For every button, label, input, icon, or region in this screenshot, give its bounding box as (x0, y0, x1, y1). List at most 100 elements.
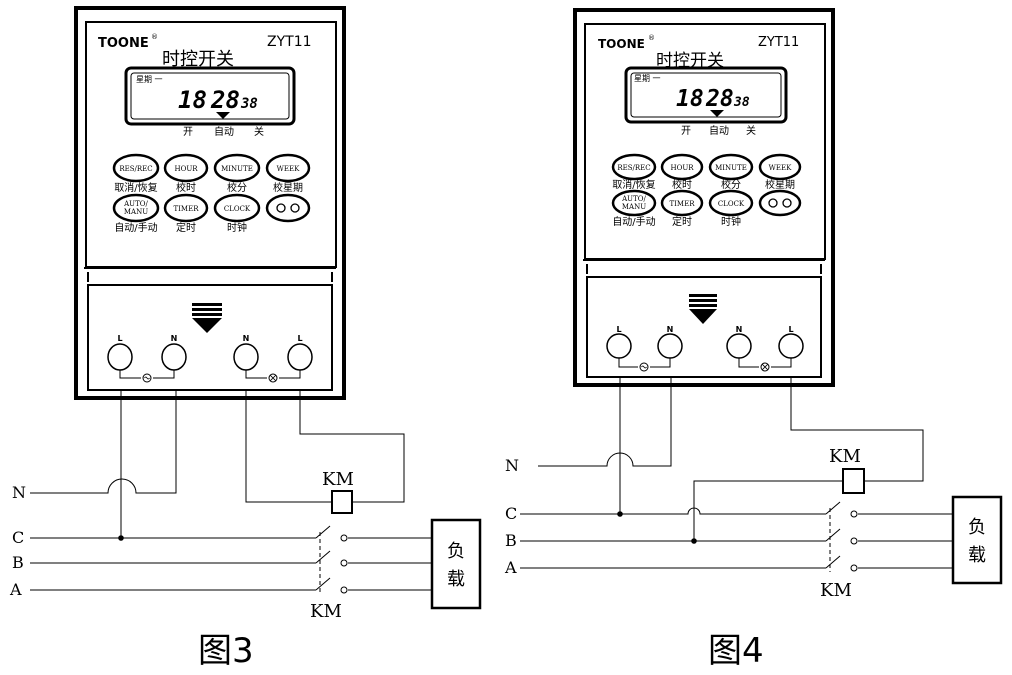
label-b: B (12, 553, 24, 572)
auto-manu-button[interactable]: AUTO/ MANU (611, 189, 657, 217)
lcd-hours: 18 (676, 86, 704, 112)
cover-clips (87, 272, 333, 282)
load-label-1: 负 (447, 541, 465, 562)
timer-caption: 定时 (176, 221, 196, 234)
minute-label: MINUTE (221, 165, 253, 173)
terminal-label-l-out: L (297, 334, 302, 343)
indicator-circle-icon (276, 203, 286, 213)
minute-button[interactable]: MINUTE (708, 153, 754, 181)
minute-button[interactable]: MINUTE (213, 153, 261, 183)
load-label-1: 负 (968, 517, 986, 538)
timer-button[interactable]: TIMER (163, 193, 209, 223)
week-caption: 校星期 (765, 178, 795, 191)
timer-switch-device-fig4: TOONE ® ZYT11 时控开关 星期 一 18 28 38 开 自动 关 … (573, 8, 835, 387)
timer-caption: 定时 (672, 215, 692, 228)
label-c: C (12, 528, 24, 547)
manual-toggle-button[interactable] (265, 193, 311, 223)
lcd-inner-frame (130, 72, 290, 120)
slide-arrow-icon (689, 294, 717, 324)
slide-arrow-icon (192, 303, 222, 333)
terminal-cover (87, 284, 333, 391)
coil-phase-wire (693, 480, 843, 541)
junction-dot (617, 511, 623, 517)
contact-terminal (850, 564, 858, 572)
res-rec-label: RES/REC (617, 164, 650, 172)
lcd-seconds: 38 (733, 95, 750, 110)
lcd-inner-frame (630, 72, 782, 118)
auto-manu-button[interactable]: AUTO/ MANU (112, 193, 160, 223)
km-coil-label: KM (322, 469, 354, 490)
terminal-label-l-in: L (616, 325, 621, 334)
terminal-l-output (287, 343, 313, 371)
res-rec-button[interactable]: RES/REC (112, 153, 160, 183)
device-title: 时控开关 (162, 49, 234, 70)
coil-live-wire (299, 390, 405, 503)
timer-button[interactable]: TIMER (660, 189, 704, 217)
timer-label: TIMER (174, 205, 200, 213)
input-link (119, 370, 175, 379)
terminal-l-input (606, 333, 632, 359)
cover-clips (586, 264, 822, 274)
auto-manu-label-1: AUTO/ (123, 200, 148, 208)
device-title: 时控开关 (656, 51, 724, 71)
junction-dot (118, 535, 124, 541)
figure4-caption: 图4 (708, 631, 764, 671)
terminal-n-input (161, 343, 187, 371)
contact-c (315, 525, 331, 539)
output-link (245, 370, 301, 379)
res-rec-caption: 取消/恢复 (114, 181, 157, 194)
hour-label: HOUR (670, 164, 694, 172)
phase-c-line (520, 507, 826, 515)
brand-logo: TOONE (98, 36, 149, 51)
clock-button[interactable]: CLOCK (708, 189, 754, 217)
terminal-n-output (233, 343, 259, 371)
terminal-label-n-in: N (171, 334, 178, 343)
load-box (951, 495, 1003, 585)
clock-caption: 时钟 (227, 221, 247, 234)
registered-mark: ® (648, 34, 655, 42)
clock-button[interactable]: CLOCK (213, 193, 261, 223)
timer-label: TIMER (670, 200, 696, 208)
minute-caption: 校分 (721, 178, 741, 191)
mode-label-off: 关 (746, 124, 756, 137)
contact-terminal (340, 534, 348, 542)
junction-dot (691, 538, 697, 544)
km-contact-label: KM (820, 580, 852, 601)
indicator-circle-icon (290, 203, 300, 213)
coil-live-wire (790, 377, 924, 482)
input-link (618, 358, 671, 368)
week-button[interactable]: WEEK (758, 153, 802, 181)
week-label: WEEK (769, 164, 792, 172)
indicator-circle-icon (782, 198, 792, 208)
terminal-n-input (657, 333, 683, 359)
clock-caption: 时钟 (721, 215, 741, 228)
auto-manu-label-2: MANU (124, 208, 148, 216)
contact-terminal (340, 586, 348, 594)
contact-c (825, 501, 841, 515)
manual-toggle-button[interactable] (758, 189, 802, 217)
terminal-label-l-out: L (788, 325, 793, 334)
week-button[interactable]: WEEK (265, 153, 311, 183)
hour-button[interactable]: HOUR (660, 153, 704, 181)
load-label-2: 载 (447, 569, 465, 590)
mode-label-off: 关 (254, 125, 264, 138)
contact-a (825, 555, 841, 569)
label-c: C (505, 504, 517, 523)
figure3-caption: 图3 (198, 631, 254, 671)
mode-label-auto: 自动 (214, 125, 234, 138)
res-rec-button[interactable]: RES/REC (611, 153, 657, 181)
minute-caption: 校分 (227, 181, 247, 194)
terminal-l-output (778, 333, 804, 359)
timer-switch-device-fig3: TOONE ® ZYT11 时控开关 星期 一 18 28 38 开 自动 关 … (74, 6, 346, 400)
indicator-circle-icon (768, 198, 778, 208)
hour-button[interactable]: HOUR (163, 153, 209, 183)
mode-label-on: 开 (183, 127, 193, 138)
figure4-wiring (520, 377, 953, 572)
contact-b (315, 550, 331, 564)
terminal-cover (586, 276, 822, 378)
label-b: B (505, 531, 517, 550)
model-number: ZYT11 (267, 34, 312, 50)
km-contact-label: KM (310, 601, 342, 622)
